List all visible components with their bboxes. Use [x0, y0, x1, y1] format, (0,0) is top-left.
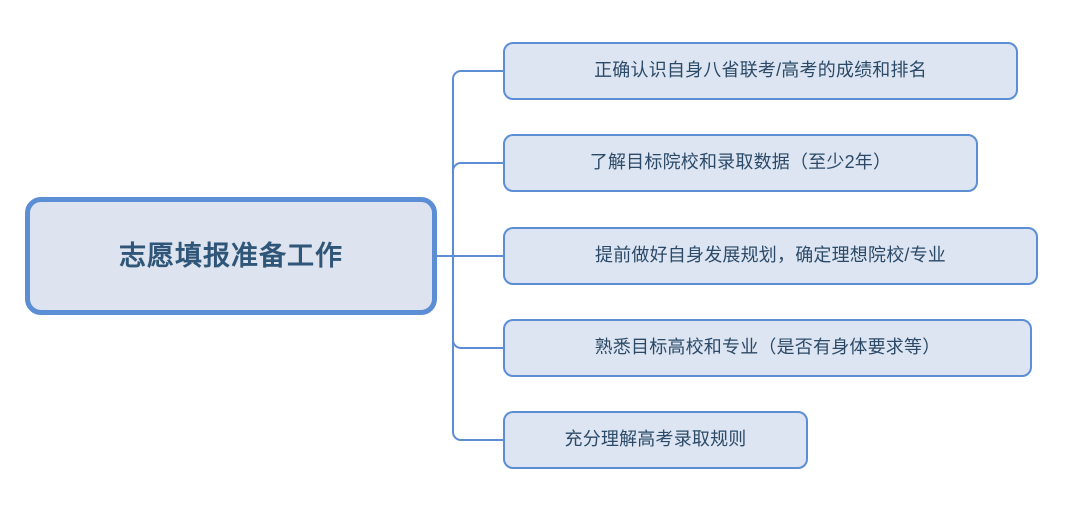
child-node-2[interactable]: 了解目标院校和录取数据（至少2年） [503, 134, 978, 192]
connector-branch-2 [452, 162, 503, 172]
child-node-2-label: 了解目标院校和录取数据（至少2年） [589, 152, 892, 173]
child-node-1[interactable]: 正确认识自身八省联考/高考的成绩和排名 [503, 42, 1018, 100]
child-node-5-label: 充分理解高考录取规则 [564, 429, 747, 450]
child-node-3[interactable]: 提前做好自身发展规划，确定理想院校/专业 [503, 227, 1038, 285]
connector-branch-5 [452, 431, 503, 441]
child-node-5[interactable]: 充分理解高考录取规则 [503, 411, 808, 469]
child-node-3-label: 提前做好自身发展规划，确定理想院校/专业 [595, 245, 946, 266]
root-node-label: 志愿填报准备工作 [119, 240, 343, 271]
root-node[interactable]: 志愿填报准备工作 [25, 197, 437, 315]
connector-branch-4 [452, 339, 503, 349]
child-node-4-label: 熟悉目标高校和专业（是否有身体要求等） [594, 337, 941, 358]
connector-branch-1 [452, 70, 503, 80]
child-node-1-label: 正确认识自身八省联考/高考的成绩和排名 [594, 60, 927, 81]
child-node-4[interactable]: 熟悉目标高校和专业（是否有身体要求等） [503, 319, 1032, 377]
